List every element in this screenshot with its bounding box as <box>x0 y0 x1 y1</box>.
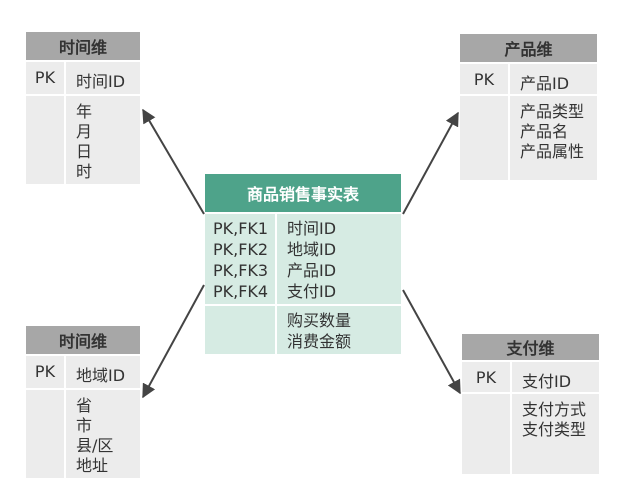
time-attr: 年 <box>76 102 93 121</box>
arrow-to-product-dim <box>402 111 459 215</box>
fact-measure: 购买数量 <box>287 311 352 330</box>
fact-measure: 消费金额 <box>287 332 352 351</box>
fact-key-label: PK,FK3 <box>213 261 269 280</box>
fact-key-field: 时间ID <box>287 219 337 238</box>
region-dimension-title: 时间维 <box>26 326 140 354</box>
product-attr: 产品类型 <box>520 102 585 121</box>
time-dimension-title: 时间维 <box>26 32 140 60</box>
time-attr: 时 <box>76 162 93 181</box>
payment-dimension-title: 支付维 <box>462 334 599 360</box>
fact-table-measure-row: 购买数量 消费金额 <box>205 304 401 354</box>
region-dimension-table: 时间维 PK 地域ID 省 市 县/区 地址 <box>26 326 140 478</box>
fact-key-label: PK,FK1 <box>213 219 269 238</box>
region-attr: 市 <box>76 416 93 435</box>
payment-attr: 支付类型 <box>522 420 587 439</box>
fact-table-title: 商品销售事实表 <box>205 174 401 212</box>
product-dimension-key-row: PK 产品ID <box>460 62 597 94</box>
payment-dimension-pk: PK <box>462 362 512 392</box>
payment-dimension-attr-row: 支付方式 支付类型 <box>462 392 599 474</box>
region-dimension-pk: PK <box>26 356 66 388</box>
product-dimension-table: 产品维 PK 产品ID 产品类型 产品名 产品属性 <box>460 34 597 180</box>
arrow-to-time-dim <box>142 108 205 215</box>
fact-key-field: 产品ID <box>287 261 337 280</box>
product-dimension-title: 产品维 <box>460 34 597 62</box>
region-attr: 地址 <box>76 456 109 475</box>
time-dimension-table: 时间维 PK 时间ID 年 月 日 时 <box>26 32 140 184</box>
time-dimension-pk: PK <box>26 62 66 94</box>
fact-table: 商品销售事实表 PK,FK1 PK,FK2 PK,FK3 PK,FK4 时间ID… <box>205 174 401 354</box>
payment-dimension-id: 支付ID <box>512 362 599 392</box>
arrow-to-region-dim <box>142 284 205 399</box>
time-dimension-attr-row: 年 月 日 时 <box>26 94 140 184</box>
time-dimension-id: 时间ID <box>66 62 140 94</box>
fact-key-field: 支付ID <box>287 282 337 301</box>
product-dimension-attr-row: 产品类型 产品名 产品属性 <box>460 94 597 180</box>
region-dimension-id: 地域ID <box>66 356 140 388</box>
time-attr: 日 <box>76 142 93 161</box>
payment-dimension-table: 支付维 PK 支付ID 支付方式 支付类型 <box>462 334 599 474</box>
region-dimension-key-row: PK 地域ID <box>26 354 140 388</box>
product-attr: 产品名 <box>520 122 569 141</box>
region-attr: 省 <box>76 396 93 415</box>
payment-attr: 支付方式 <box>522 400 587 419</box>
fact-table-key-row: PK,FK1 PK,FK2 PK,FK3 PK,FK4 时间ID 地域ID 产品… <box>205 212 401 304</box>
time-attr: 月 <box>76 122 93 141</box>
time-dimension-key-row: PK 时间ID <box>26 60 140 94</box>
payment-dimension-key-row: PK 支付ID <box>462 360 599 392</box>
region-attr: 县/区 <box>76 436 114 455</box>
product-attr: 产品属性 <box>520 142 585 161</box>
product-dimension-id: 产品ID <box>510 64 597 94</box>
region-dimension-attr-row: 省 市 县/区 地址 <box>26 388 140 478</box>
product-dimension-pk: PK <box>460 64 510 94</box>
fact-key-field: 地域ID <box>287 240 337 259</box>
arrow-to-payment-dim <box>402 289 461 395</box>
fact-key-label: PK,FK2 <box>213 240 269 259</box>
fact-key-label: PK,FK4 <box>213 282 269 301</box>
